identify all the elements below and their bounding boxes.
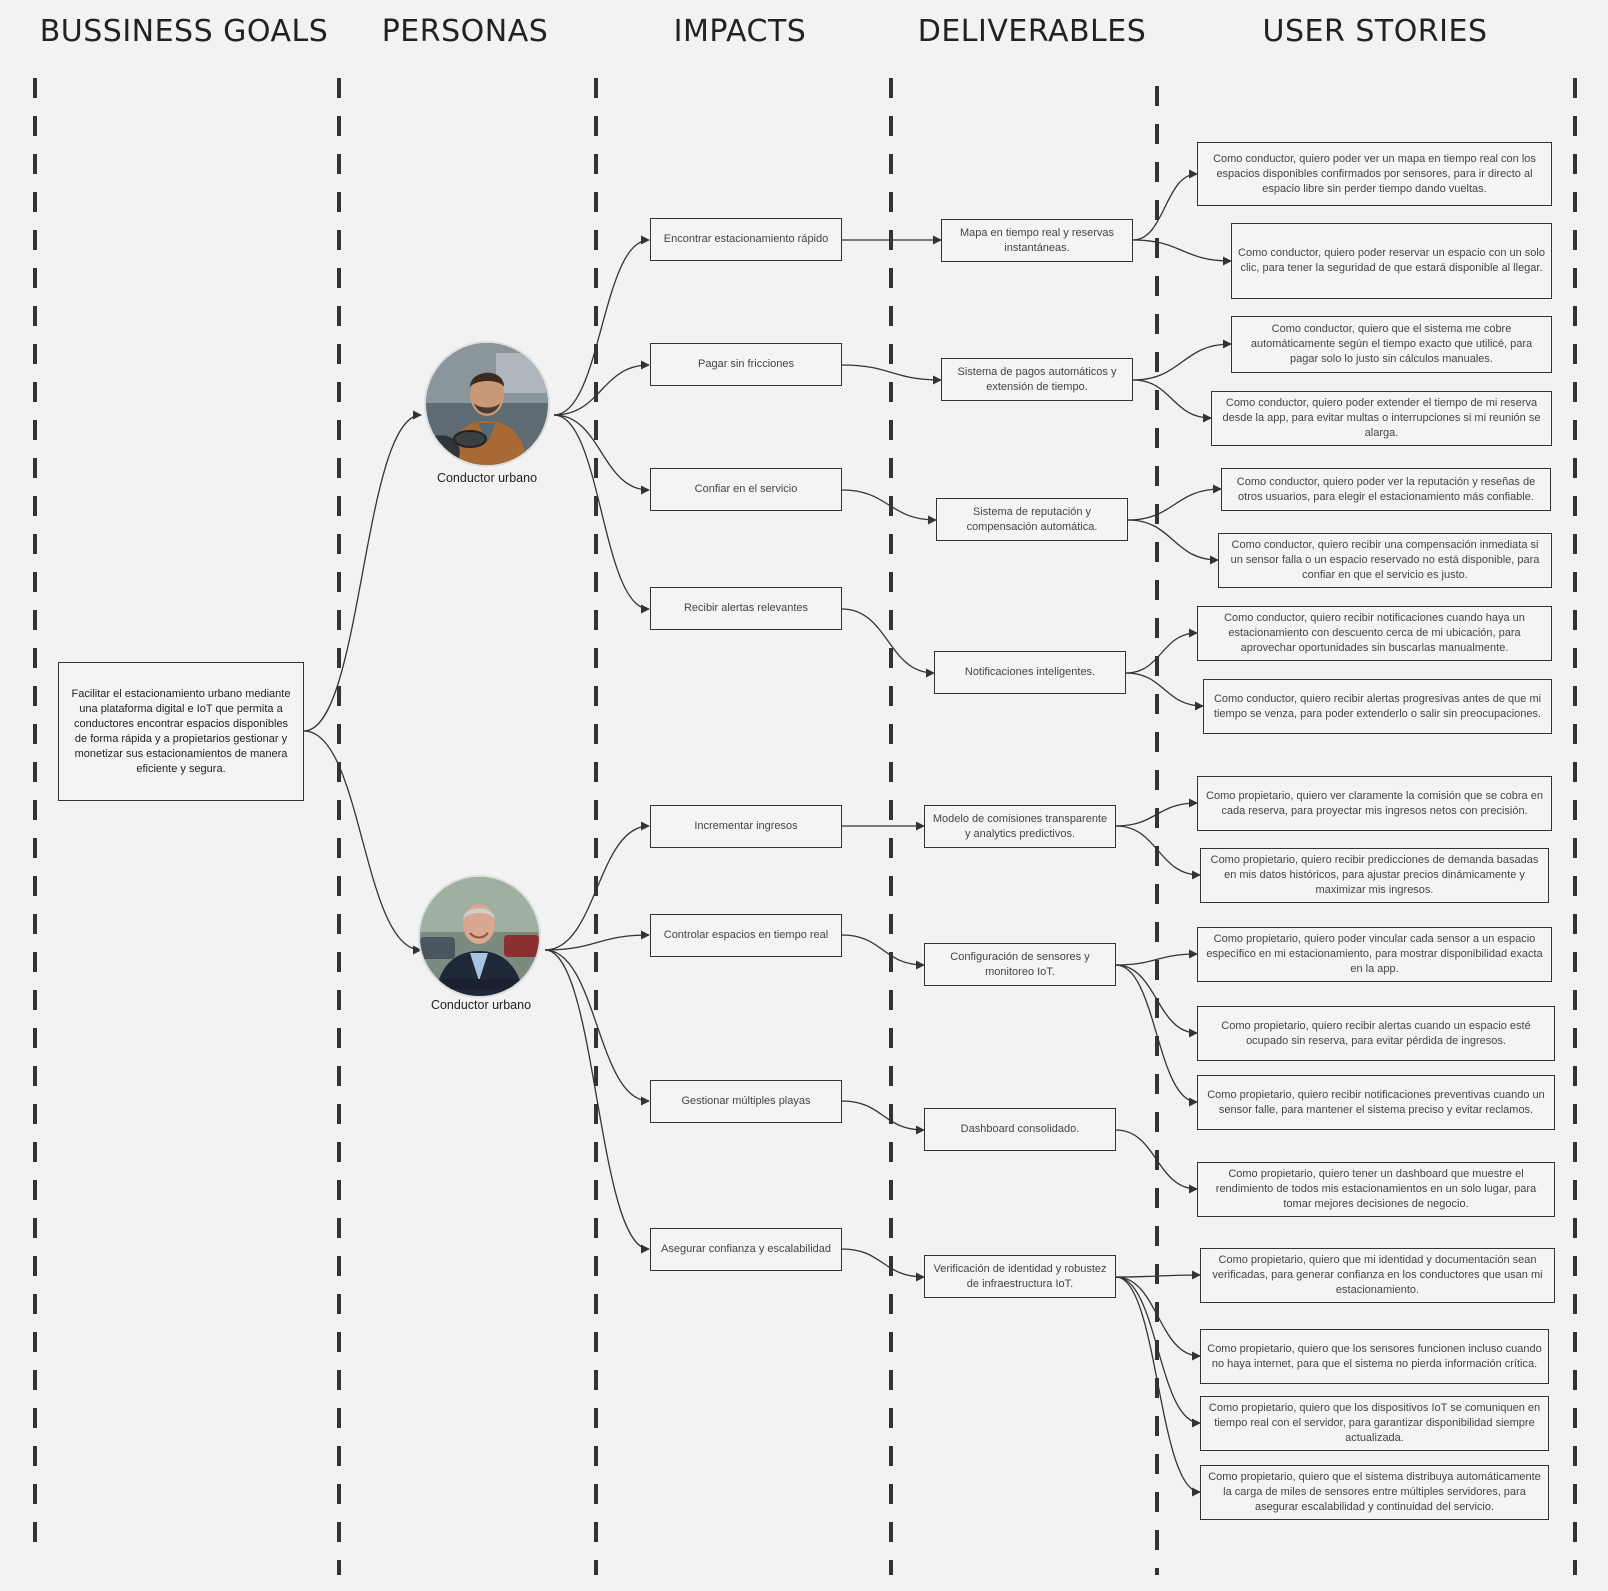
user-story-box[interactable]: Como conductor, quiero poder extender el… (1211, 391, 1552, 446)
connector-edge (303, 410, 422, 732)
user-story-box[interactable]: Como conductor, quiero recibir notificac… (1197, 606, 1552, 661)
connector-edge (1132, 379, 1212, 423)
connector-edge (1115, 964, 1198, 1107)
impact-box[interactable]: Pagar sin fricciones (650, 343, 842, 386)
user-story-box[interactable]: Como conductor, quiero que el sistema me… (1231, 316, 1552, 373)
user-story-box[interactable]: Como conductor, quiero recibir una compe… (1218, 533, 1552, 588)
column-title-personas: PERSONAS (381, 14, 549, 49)
user-story-box[interactable]: Como propietario, quiero ver claramente … (1197, 776, 1552, 831)
deliverable-box[interactable]: Modelo de comisiones transparente y anal… (924, 805, 1116, 848)
connector-edge (841, 1248, 925, 1282)
connector-edge (841, 1100, 925, 1135)
user-story-box[interactable]: Como propietario, quiero poder vincular … (1197, 927, 1552, 982)
connector-edge (1127, 484, 1222, 521)
connector-edge (544, 949, 650, 1106)
connector-edge (1125, 628, 1198, 674)
impact-box[interactable]: Controlar espacios en tiempo real (650, 914, 842, 957)
user-story-box[interactable]: Como propietario, quiero recibir alertas… (1197, 1006, 1555, 1061)
connector-edge (1115, 798, 1198, 827)
owner-avatar[interactable] (420, 877, 539, 996)
column-title-impacts: IMPACTS (673, 14, 807, 49)
connector-edge (1132, 169, 1198, 241)
deliverable-box[interactable]: Dashboard consolidado. (924, 1108, 1116, 1151)
connector-edge (553, 360, 650, 416)
deliverable-box[interactable]: Mapa en tiempo real y reservas instantán… (941, 219, 1133, 262)
impact-box[interactable]: Incrementar ingresos (650, 805, 842, 848)
connector-edge (1125, 672, 1204, 711)
connector-edge (841, 934, 925, 970)
connector-edge (553, 414, 650, 614)
connector-edge (553, 235, 650, 416)
impact-box[interactable]: Recibir alertas relevantes (650, 587, 842, 630)
connector-edge (303, 730, 422, 955)
user-story-box[interactable]: Como propietario, quiero recibir predicc… (1200, 848, 1549, 903)
deliverable-box[interactable]: Sistema de pagos automáticos y extensión… (941, 358, 1133, 401)
connector-edge (553, 414, 650, 495)
persona-label-owner: Conductor urbano (430, 998, 532, 1012)
user-story-box[interactable]: Como propietario, quiero que el sistema … (1200, 1465, 1549, 1520)
connector-edge (1132, 339, 1232, 381)
impact-box[interactable]: Gestionar múltiples playas (650, 1080, 842, 1123)
impact-box[interactable]: Confiar en el servicio (650, 468, 842, 511)
user-story-box[interactable]: Como conductor, quiero poder ver un mapa… (1197, 142, 1552, 206)
connector-edge (1115, 1276, 1201, 1428)
user-story-box[interactable]: Como propietario, quiero recibir notific… (1197, 1075, 1555, 1130)
connector-edge (841, 364, 942, 385)
connector-edge (1115, 1270, 1201, 1280)
edges (303, 169, 1232, 1497)
connector-edge (841, 489, 937, 525)
user-story-box[interactable]: Como propietario, quiero que mi identida… (1200, 1248, 1555, 1303)
user-story-box[interactable]: Como conductor, quiero poder ver la repu… (1221, 468, 1551, 511)
user-story-box[interactable]: Como propietario, quiero que los disposi… (1200, 1396, 1549, 1451)
connector-edge (1127, 519, 1219, 565)
impact-box[interactable]: Encontrar estacionamiento rápido (650, 218, 842, 261)
connector-edge (1132, 239, 1232, 266)
user-story-box[interactable]: Como conductor, quiero poder reservar un… (1231, 223, 1552, 299)
column-title-goals: BUSSINESS GOALS (39, 14, 329, 49)
impact-box[interactable]: Asegurar confianza y escalabilidad (650, 1228, 842, 1271)
business-goal-box[interactable]: Facilitar el estacionamiento urbano medi… (58, 662, 304, 801)
connector-edge (544, 949, 650, 1254)
persona-label-driver: Conductor urbano (436, 471, 538, 485)
deliverable-box[interactable]: Configuración de sensores y monitoreo Io… (924, 943, 1116, 986)
deliverable-box[interactable]: Sistema de reputación y compensación aut… (936, 498, 1128, 541)
user-story-box[interactable]: Como conductor, quiero recibir alertas p… (1203, 679, 1552, 734)
connector-edge (1115, 1276, 1201, 1361)
deliverable-box[interactable]: Notificaciones inteligentes. (934, 651, 1126, 694)
connector-edge (544, 821, 650, 951)
connector-edge (841, 608, 935, 678)
user-story-box[interactable]: Como propietario, quiero tener un dashbo… (1197, 1162, 1555, 1217)
swimlane-dividers (33, 78, 1577, 1575)
connector-edge (1115, 964, 1198, 1038)
connector-edge (544, 930, 650, 951)
column-title-stories: USER STORIES (1262, 14, 1488, 49)
connector-edge (1115, 949, 1198, 966)
connector-edge (1115, 1129, 1198, 1194)
driver-avatar[interactable] (426, 343, 548, 465)
user-story-box[interactable]: Como propietario, quiero que los sensore… (1200, 1329, 1549, 1384)
connector-edge (1115, 1276, 1201, 1497)
connector-edge (1115, 825, 1201, 880)
deliverable-box[interactable]: Verificación de identidad y robustez de … (924, 1255, 1116, 1298)
column-title-deliverables: DELIVERABLES (917, 14, 1147, 49)
